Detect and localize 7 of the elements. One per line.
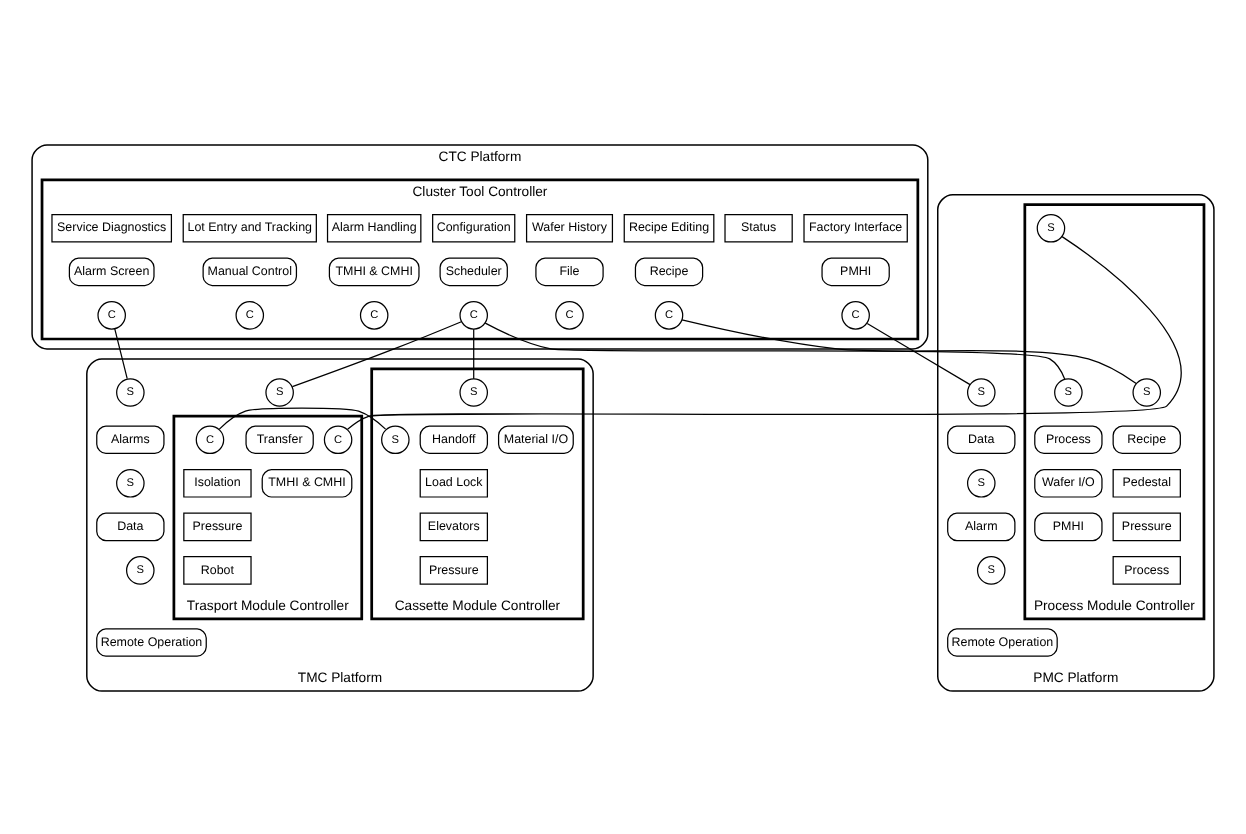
connector (291, 320, 462, 387)
connector (473, 327, 475, 379)
connector (681, 318, 1137, 384)
connector (218, 406, 387, 429)
connector (484, 321, 1066, 379)
connector (114, 327, 128, 379)
connector (866, 321, 971, 385)
